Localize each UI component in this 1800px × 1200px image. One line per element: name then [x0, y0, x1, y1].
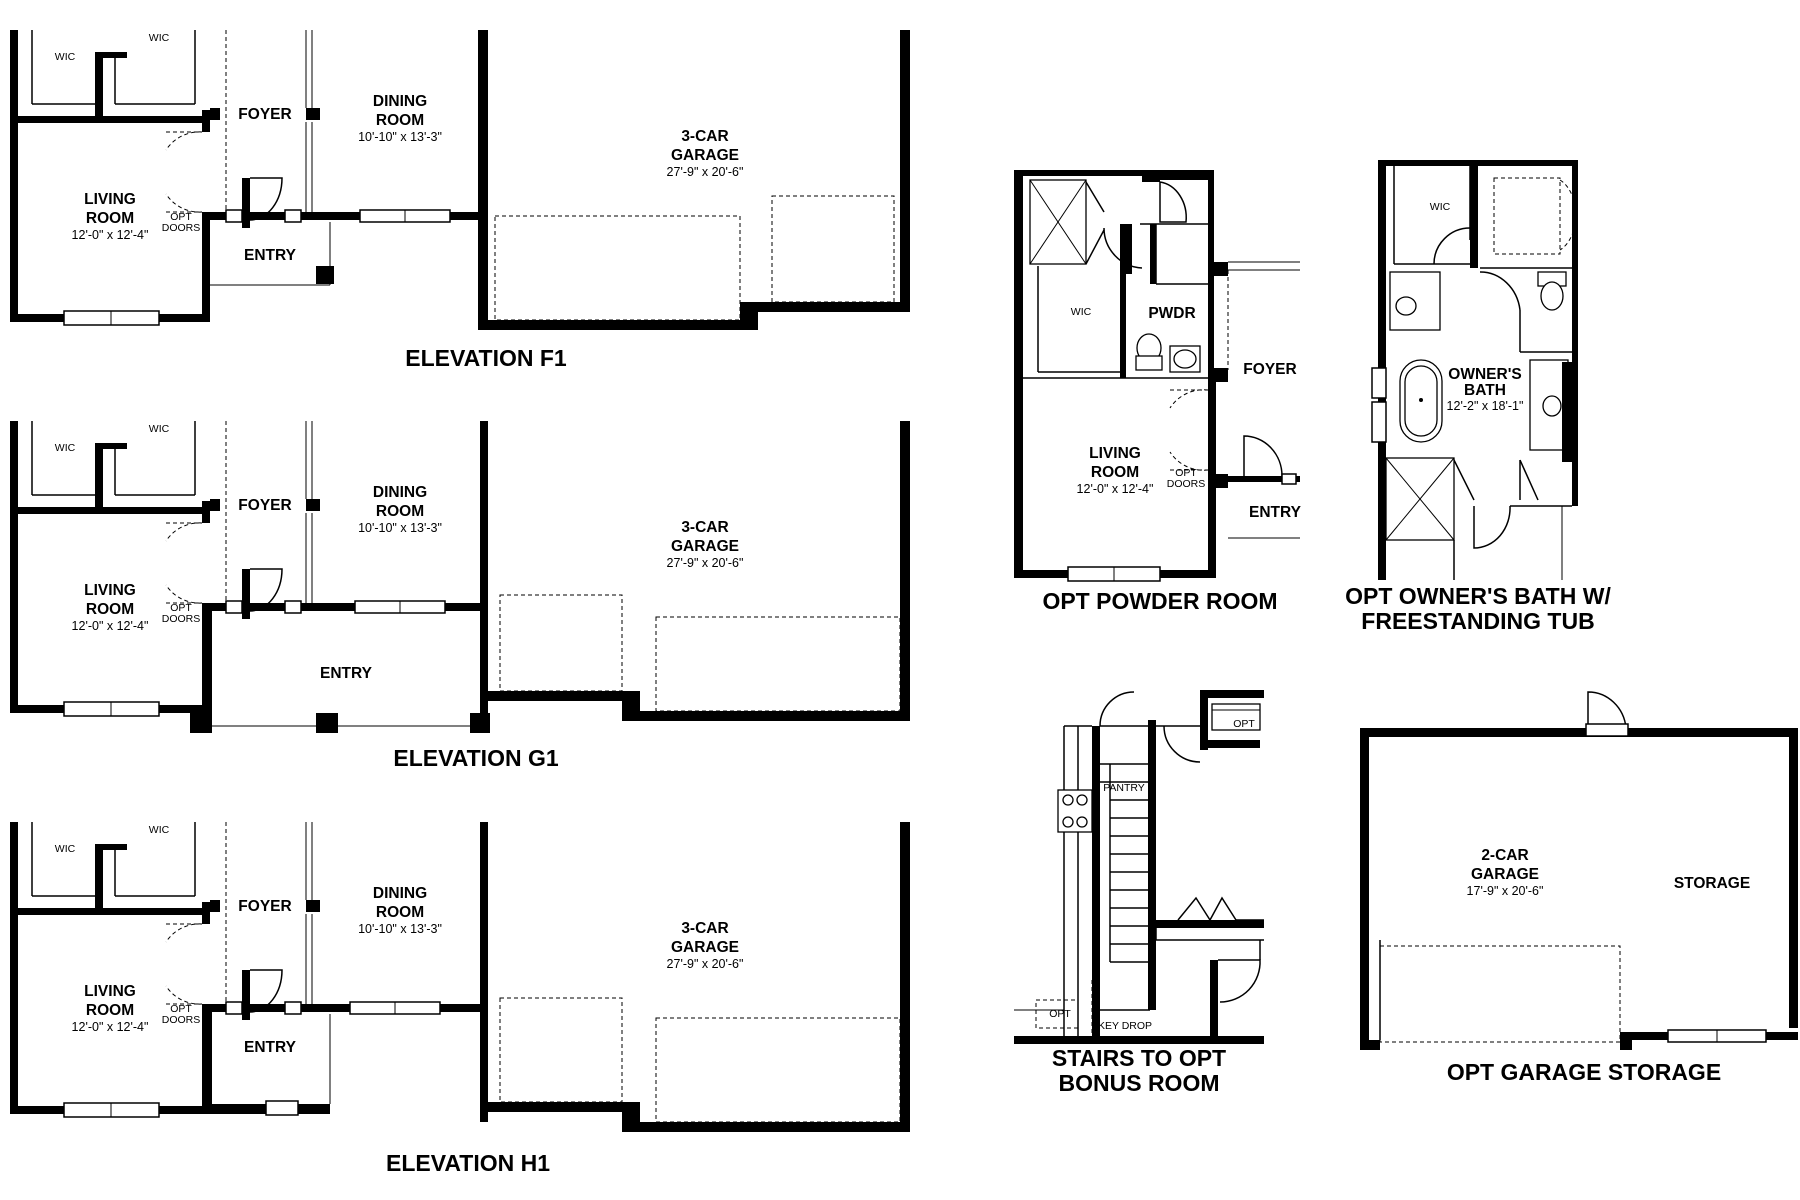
- bath-caption-line-2: FREESTANDING TUB: [1361, 608, 1594, 634]
- f1-wic-right-label: WIC: [149, 32, 170, 44]
- bath-name-label-2: BATH: [1464, 382, 1506, 399]
- h1-opt-doors-label-1: OPT: [170, 1003, 192, 1015]
- h1-dining-label-2: ROOM: [376, 904, 424, 921]
- bath-wic-label: WIC: [1430, 201, 1451, 213]
- opt-garage-storage-plan: 2-CAR GARAGE 17'-9" x 20'-6" STORAGE OPT…: [1360, 691, 1798, 1085]
- g1-garage-label-1: 3-CAR: [681, 519, 728, 536]
- elevation-f1-plan: WIC WIC FOYER DINING ROOM 10'-10" x 13'-…: [9, 29, 910, 371]
- g1-living-label-2: ROOM: [86, 601, 134, 618]
- garage-storage-caption: OPT GARAGE STORAGE: [1447, 1059, 1721, 1085]
- powder-wic-label: WIC: [1071, 306, 1092, 318]
- h1-opt-doors-label-2: DOORS: [162, 1014, 201, 1026]
- stairs-to-opt-bonus-room-plan: PANTRY OPT OPT KEY DROP STAIRS TO OPT BO…: [1014, 690, 1264, 1096]
- g1-dining-label-2: ROOM: [376, 503, 424, 520]
- stairs-pantry-label: PANTRY: [1103, 782, 1145, 794]
- garage-storage-name-label-2: GARAGE: [1471, 866, 1539, 883]
- garage-storage-dimensions: 17'-9" x 20'-6": [1467, 884, 1544, 898]
- g1-dining-dimensions: 10'-10" x 13'-3": [358, 521, 442, 535]
- g1-garage-dimensions: 27'-9" x 20'-6": [667, 556, 744, 570]
- g1-garage-label-2: GARAGE: [671, 538, 739, 555]
- f1-entry-label: ENTRY: [244, 247, 297, 264]
- powder-caption: OPT POWDER ROOM: [1042, 588, 1277, 614]
- f1-garage-label-1: 3-CAR: [681, 128, 728, 145]
- powder-living-dimensions: 12'-0" x 12'-4": [1077, 482, 1154, 496]
- opt-owners-bath-plan: WIC OWNER'S BATH 12'-2" x 18'-1" OPT OWN…: [1345, 160, 1611, 634]
- h1-foyer-label: FOYER: [238, 898, 291, 915]
- h1-dining-label-1: DINING: [373, 885, 427, 902]
- f1-garage-label-2: GARAGE: [671, 147, 739, 164]
- f1-garage-dimensions: 27'-9" x 20'-6": [667, 165, 744, 179]
- garage-storage-name-label-1: 2-CAR: [1481, 847, 1528, 864]
- h1-dining-dimensions: 10'-10" x 13'-3": [358, 922, 442, 936]
- stairs-opt-bottom-label: OPT: [1049, 1008, 1071, 1020]
- garage-storage-storage-label: STORAGE: [1674, 875, 1750, 892]
- h1-wic-left-label: WIC: [55, 843, 76, 855]
- h1-garage-dimensions: 27'-9" x 20'-6": [667, 957, 744, 971]
- stairs-key-drop-label: KEY DROP: [1098, 1020, 1152, 1032]
- h1-garage-label-1: 3-CAR: [681, 920, 728, 937]
- f1-living-label-1: LIVING: [84, 191, 136, 208]
- powder-entry-label: ENTRY: [1249, 504, 1302, 521]
- h1-caption: ELEVATION H1: [386, 1150, 550, 1176]
- g1-wic-left-label: WIC: [55, 442, 76, 454]
- bath-name-label-1: OWNER'S: [1448, 366, 1521, 383]
- h1-living-label-2: ROOM: [86, 1002, 134, 1019]
- powder-opt-doors-label-2: DOORS: [1167, 478, 1206, 490]
- f1-wic-left-label: WIC: [55, 51, 76, 63]
- powder-foyer-label: FOYER: [1243, 361, 1296, 378]
- opt-powder-room-plan: WIC PWDR FOYER LIVING ROOM 12'-0" x 12'-…: [1014, 170, 1302, 614]
- h1-living-dimensions: 12'-0" x 12'-4": [72, 1020, 149, 1034]
- stairs-caption-line-2: BONUS ROOM: [1059, 1070, 1220, 1096]
- f1-living-dimensions: 12'-0" x 12'-4": [72, 228, 149, 242]
- powder-opt-doors-label-1: OPT: [1175, 467, 1197, 479]
- f1-dining-label-1: DINING: [373, 93, 427, 110]
- g1-entry-label: ENTRY: [320, 665, 373, 682]
- g1-opt-doors-label-1: OPT: [170, 602, 192, 614]
- h1-garage-label-2: GARAGE: [671, 939, 739, 956]
- f1-opt-doors-label-1: OPT: [170, 211, 192, 223]
- g1-wic-right-label: WIC: [149, 423, 170, 435]
- f1-caption: ELEVATION F1: [405, 345, 567, 371]
- f1-foyer-label: FOYER: [238, 106, 291, 123]
- elevation-h1-plan: WIC WIC FOYER DINING ROOM 10'-10" x 13'-…: [9, 821, 910, 1176]
- h1-wic-right-label: WIC: [149, 824, 170, 836]
- f1-opt-doors-label-2: DOORS: [162, 222, 201, 234]
- g1-caption: ELEVATION G1: [393, 745, 558, 771]
- f1-dining-dimensions: 10'-10" x 13'-3": [358, 130, 442, 144]
- h1-living-label-1: LIVING: [84, 983, 136, 1000]
- h1-entry-label: ENTRY: [244, 1039, 297, 1056]
- stairs-caption-line-1: STAIRS TO OPT: [1052, 1045, 1226, 1071]
- powder-pwdr-label: PWDR: [1148, 305, 1195, 322]
- g1-living-dimensions: 12'-0" x 12'-4": [72, 619, 149, 633]
- powder-living-label-1: LIVING: [1089, 445, 1141, 462]
- bath-dimensions: 12'-2" x 18'-1": [1447, 399, 1524, 413]
- f1-dining-label-2: ROOM: [376, 112, 424, 129]
- powder-living-label-2: ROOM: [1091, 464, 1139, 481]
- elevation-g1-plan: WIC WIC FOYER DINING ROOM 10'-10" x 13'-…: [9, 420, 910, 771]
- g1-opt-doors-label-2: DOORS: [162, 613, 201, 625]
- f1-living-label-2: ROOM: [86, 210, 134, 227]
- g1-living-label-1: LIVING: [84, 582, 136, 599]
- g1-dining-label-1: DINING: [373, 484, 427, 501]
- bath-caption-line-1: OPT OWNER'S BATH W/: [1345, 583, 1611, 609]
- g1-foyer-label: FOYER: [238, 497, 291, 514]
- stairs-opt-top-label: OPT: [1233, 718, 1255, 730]
